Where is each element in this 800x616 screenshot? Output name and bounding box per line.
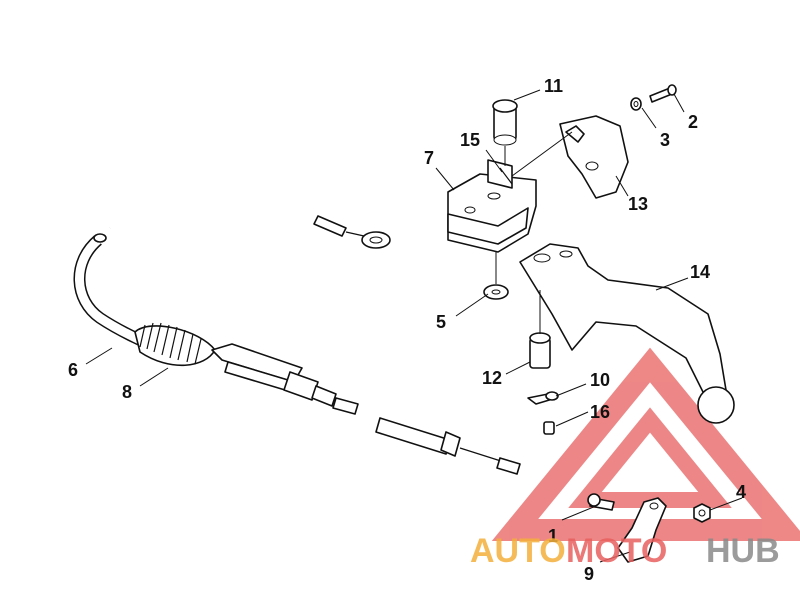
washer-3 [630,97,642,111]
callout-13: 13 [628,194,648,214]
bushing-12 [529,290,551,369]
callout-3: 3 [660,130,670,150]
clip-5 [483,252,509,300]
lever-14 [519,243,735,424]
part-13 [511,115,629,199]
watermark-hub: HUB [706,532,780,570]
part-10 [527,391,559,405]
watermark-moto: MOTO [566,532,667,570]
watermark-text: AUTO MOTO HUB [470,532,780,570]
callout-7: 7 [424,148,434,168]
screw-2 [649,84,677,103]
callout-8: 8 [122,382,132,402]
callout-16: 16 [590,402,610,422]
screw-1 [587,493,615,511]
callout-4: 4 [736,482,746,502]
nut-16 [543,421,555,435]
cable-assembly [73,209,521,475]
callout-10: 10 [590,370,610,390]
leader-lines [85,89,743,563]
callout-5: 5 [436,312,446,332]
callout-15: 15 [460,130,480,150]
pin-11 [492,99,518,166]
watermark-auto: AUTO [470,532,566,570]
callout-14: 14 [690,262,710,282]
bracket-7 [447,159,537,253]
clamp-9 [617,497,667,563]
callout-9: 9 [584,564,594,584]
callout-12: 12 [482,368,502,388]
nut-4 [693,503,711,523]
callout-1: 1 [548,526,558,546]
callout-2: 2 [688,112,698,132]
callout-6: 6 [68,360,78,380]
callout-labels: 11 2 3 15 7 13 14 5 6 12 10 8 16 4 1 9 [68,76,746,584]
callout-11: 11 [544,76,563,96]
